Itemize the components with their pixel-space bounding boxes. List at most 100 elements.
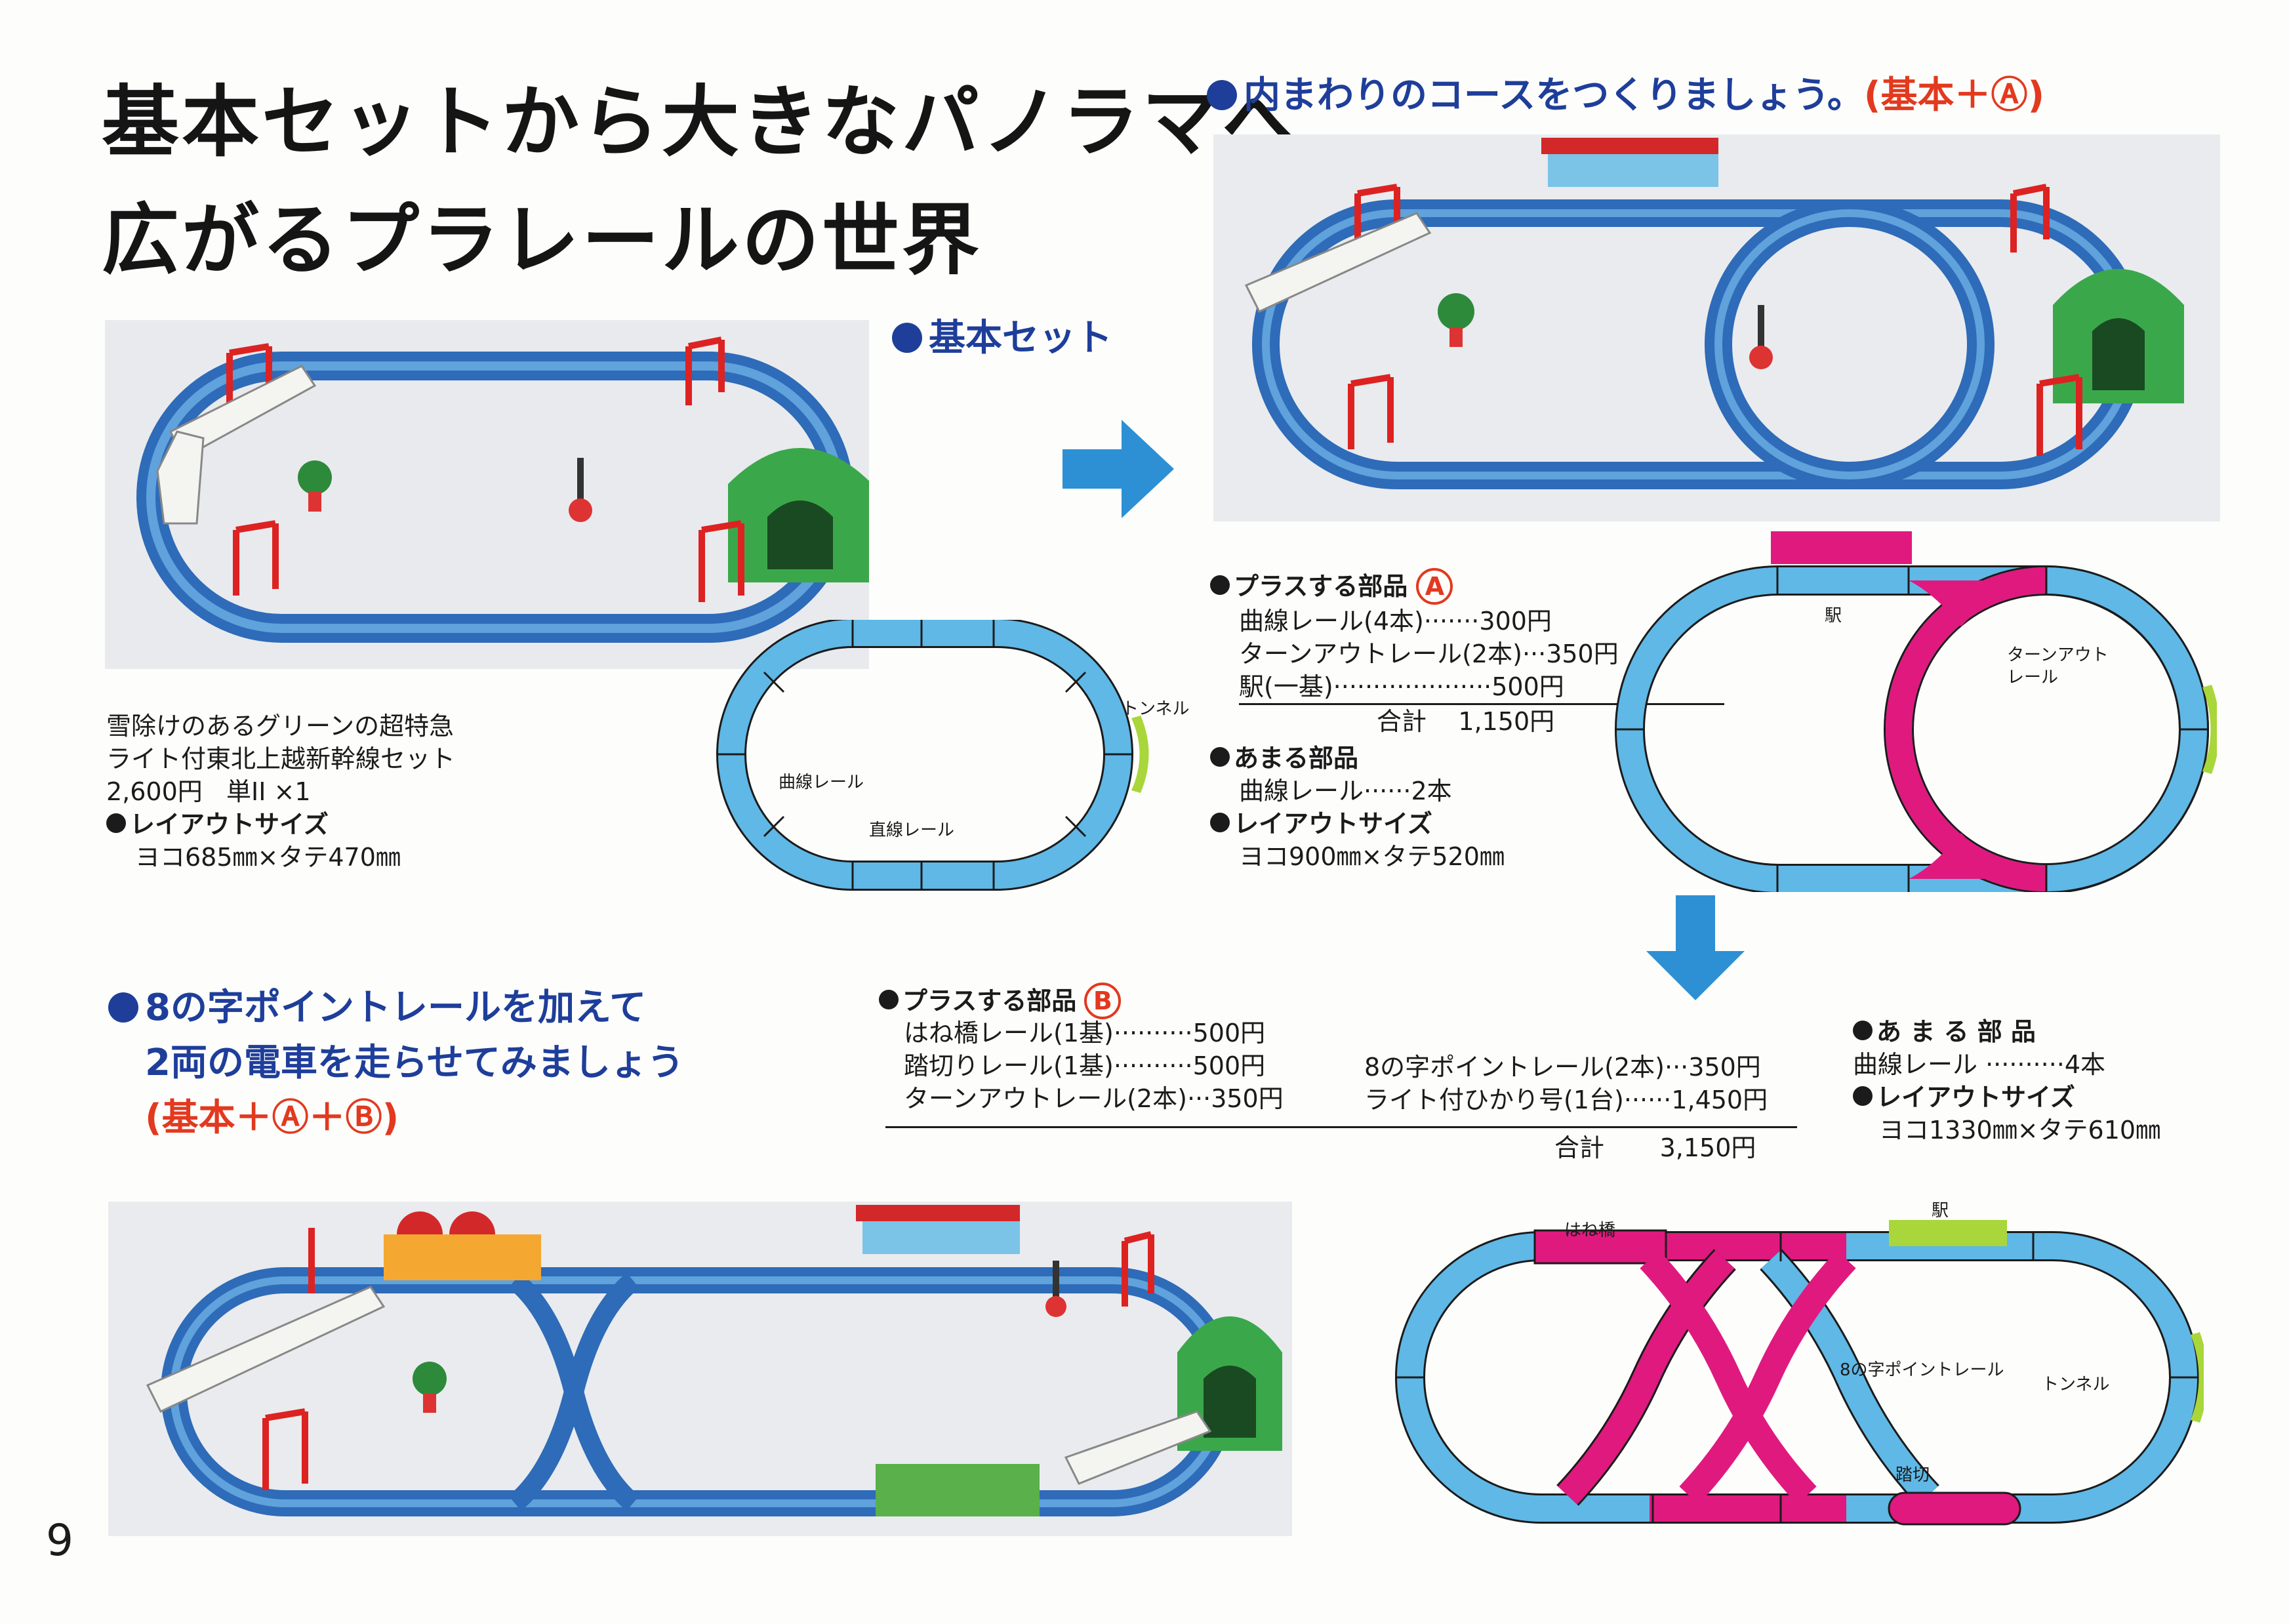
parts-b-item-price: 350円 — [1688, 1053, 1761, 1082]
parts-b-extra: 曲線レール ··········4本 — [1853, 1050, 2106, 1079]
bullet-icon — [892, 323, 922, 353]
parts-b-total: 3,150円 — [1659, 1133, 1756, 1162]
basic-set-price: 2,600円 — [106, 777, 203, 806]
parts-b-left-list: はね橋レール(1基)··········500円 踏切りレール(1基)·····… — [904, 1017, 1284, 1115]
parts-a-item: ターンアウトレール(2本)···350円 — [1210, 638, 1619, 670]
parts-a-heading-row: プラスする部品 A — [1210, 568, 1604, 605]
parts-a-layout-label-row: レイアウトサイズ — [1210, 807, 1604, 840]
parts-b-mark: B — [1084, 983, 1122, 1019]
parts-a-item-dots: ···················· — [1333, 672, 1492, 701]
parts-b-item: はね橋レール(1基)··········500円 — [904, 1017, 1284, 1049]
parts-b-item: ターンアウトレール(2本)···350円 — [904, 1082, 1284, 1115]
parts-a-item-name: ターンアウトレール(2本) — [1239, 639, 1522, 668]
figure8-diagram — [1395, 1220, 2204, 1526]
bullet-icon — [1210, 575, 1230, 595]
parts-b-extra-heading: あ ま る 部 品 — [1876, 1017, 2036, 1046]
parts-a-item-name: 駅(一基) — [1239, 672, 1333, 701]
parts-a-item-price: 500円 — [1491, 672, 1564, 701]
parts-b-item-name: ターンアウトレール(2本) — [904, 1084, 1187, 1113]
arrow-down-icon — [1646, 895, 1745, 1000]
basic-set-price-row: 2,600円 単II ×1 — [106, 775, 455, 808]
bullet-icon — [1853, 1021, 1873, 1040]
diagram-a-turnout-label-2: レール — [2007, 668, 2059, 687]
parts-b-item-name: ライト付ひかり号(1台) — [1364, 1086, 1624, 1114]
parts-a-block: プラスする部品 A 曲線レール(4本)·······300円 ターンアウトレール… — [1210, 568, 1724, 873]
parts-a-item: 曲線レール(4本)·······300円 — [1210, 605, 1604, 638]
bullet-icon — [1207, 80, 1237, 110]
basic-set-track-illustration — [105, 320, 869, 669]
inner-course-track-illustration — [1213, 134, 2220, 521]
diagram-a-turnout-label: ターンアウト — [2007, 645, 2109, 665]
basic-set-line2: ライト付東北上越新幹線セット — [106, 744, 456, 773]
diagram-basic-curve-label: 曲線レール — [779, 773, 864, 792]
inner-course-heading-text: 内まわりのコースをつくりましょう。 — [1244, 74, 1864, 117]
parts-b-total-row: 合計 3,150円 — [1554, 1131, 1756, 1164]
basic-set-caption: 雪除けのあるグリーンの超特急 ライト付東北上越新幹線セット 2,600円 単II… — [106, 710, 455, 874]
basic-set-battery: 単II ×1 — [226, 777, 311, 806]
bullet-icon — [1853, 1086, 1873, 1106]
bullet-icon — [106, 813, 126, 833]
basic-set-photo — [105, 320, 869, 669]
figure8-photo — [108, 1202, 1292, 1536]
basic-set-layout-size: ヨコ685㎜×タテ470㎜ — [135, 843, 401, 872]
diagram-b-station-label: 駅 — [1932, 1201, 1949, 1221]
arrow-right-icon — [1063, 420, 1174, 518]
parts-a-item-price: 300円 — [1479, 607, 1552, 636]
bullet-icon — [879, 990, 899, 1009]
basic-set-heading-text: 基本セット — [929, 317, 1112, 359]
inner-course-heading: 内まわりのコースをつくりましょう。(基本＋Ⓐ) — [1207, 66, 2044, 119]
parts-b-item-dots: ······ — [1623, 1086, 1672, 1114]
figure8-heading-line1: 8の字ポイントレールを加えて — [145, 986, 647, 1029]
parts-a-item: 駅(一基)····················500円 — [1210, 670, 1604, 703]
parts-a-item-dots: ··· — [1522, 639, 1547, 668]
parts-b-heading: プラスする部品 — [902, 986, 1077, 1015]
figure8-heading-line2: 2両の電車を走らせてみましょう — [145, 1042, 684, 1084]
parts-b-heading-row: プラスする部品 B — [879, 983, 1122, 1019]
parts-b-item: 8の字ポイントレール(2本)···350円 — [1364, 1051, 1768, 1084]
parts-a-total: 1,150円 — [1458, 707, 1555, 736]
diagram-b-bridge-label: はね橋 — [1564, 1221, 1616, 1240]
parts-b-total-label: 合計 — [1554, 1133, 1605, 1162]
diagram-a-station-label: 駅 — [1825, 606, 1842, 626]
parts-a-layout-label: レイアウトサイズ — [1234, 809, 1432, 838]
diagram-b-crossing-label: 踏切 — [1895, 1465, 1930, 1485]
page-title-line2: 広がるプラレールの世界 — [102, 194, 982, 285]
parts-b-layout-label: レイアウトサイズ — [1876, 1083, 2075, 1112]
inner-course-photo — [1213, 134, 2220, 521]
figure8-heading: 8の字ポイントレールを加えて 2両の電車を走らせてみましょう (基本＋Ⓐ＋Ⓑ) — [108, 981, 684, 1146]
diagram-b-point-label: 8の字ポイントレール — [1840, 1360, 2004, 1380]
parts-b-item-price: 500円 — [1192, 1019, 1266, 1047]
page-number: 9 — [46, 1515, 73, 1566]
parts-a-extra-heading: あまる部品 — [1234, 744, 1359, 773]
bullet-icon — [1210, 813, 1230, 832]
parts-b-item-price: 1,450円 — [1671, 1086, 1768, 1114]
bullet-icon — [108, 992, 138, 1023]
parts-b-item: 踏切りレール(1基)··········500円 — [904, 1049, 1284, 1082]
parts-b-item-dots: ·········· — [1113, 1051, 1193, 1080]
parts-b-total-rule — [885, 1126, 1797, 1128]
bullet-icon — [1210, 747, 1230, 767]
parts-b-item-price: 500円 — [1192, 1051, 1266, 1080]
basic-set-layout-label: レイアウトサイズ — [130, 810, 329, 839]
parts-a-total-label: 合計 — [1377, 707, 1427, 736]
diagram-b-tunnel-label: トンネル — [2042, 1375, 2110, 1394]
parts-b-item-name: 踏切りレール(1基) — [904, 1051, 1114, 1080]
parts-a-mark: A — [1416, 568, 1453, 605]
parts-b-layout-label-row: レイアウトサイズ — [1853, 1081, 2160, 1114]
parts-b-layout-size: ヨコ1330㎜×タテ610㎜ — [1879, 1116, 2161, 1145]
parts-a-item-name: 曲線レール(4本) — [1239, 607, 1424, 636]
parts-b-right-list: 8の字ポイントレール(2本)···350円 ライト付ひかり号(1台)······… — [1364, 1051, 1768, 1116]
parts-b-item-dots: ··· — [1665, 1053, 1689, 1082]
parts-a-extra: 曲線レール······2本 — [1239, 777, 1452, 805]
parts-a-heading: プラスする部品 — [1234, 572, 1408, 601]
parts-b-item-dots: ·········· — [1113, 1019, 1193, 1047]
parts-a-extra-heading-row: あまる部品 — [1210, 742, 1604, 775]
figure8-tag: (基本＋Ⓐ＋Ⓑ) — [145, 1097, 399, 1139]
basic-set-layout-label-row: レイアウトサイズ — [106, 808, 455, 841]
figure8-heading-row1: 8の字ポイントレールを加えて — [108, 981, 684, 1036]
inner-course-diagram — [1615, 531, 2217, 892]
basic-set-line1: 雪除けのあるグリーンの超特急 — [106, 712, 455, 741]
parts-b-item-name: はね橋レール(1基) — [904, 1019, 1114, 1047]
parts-a-total-row: 合計 1,150円 — [1239, 703, 1724, 738]
inner-course-tag: (基本＋Ⓐ) — [1863, 74, 2045, 117]
